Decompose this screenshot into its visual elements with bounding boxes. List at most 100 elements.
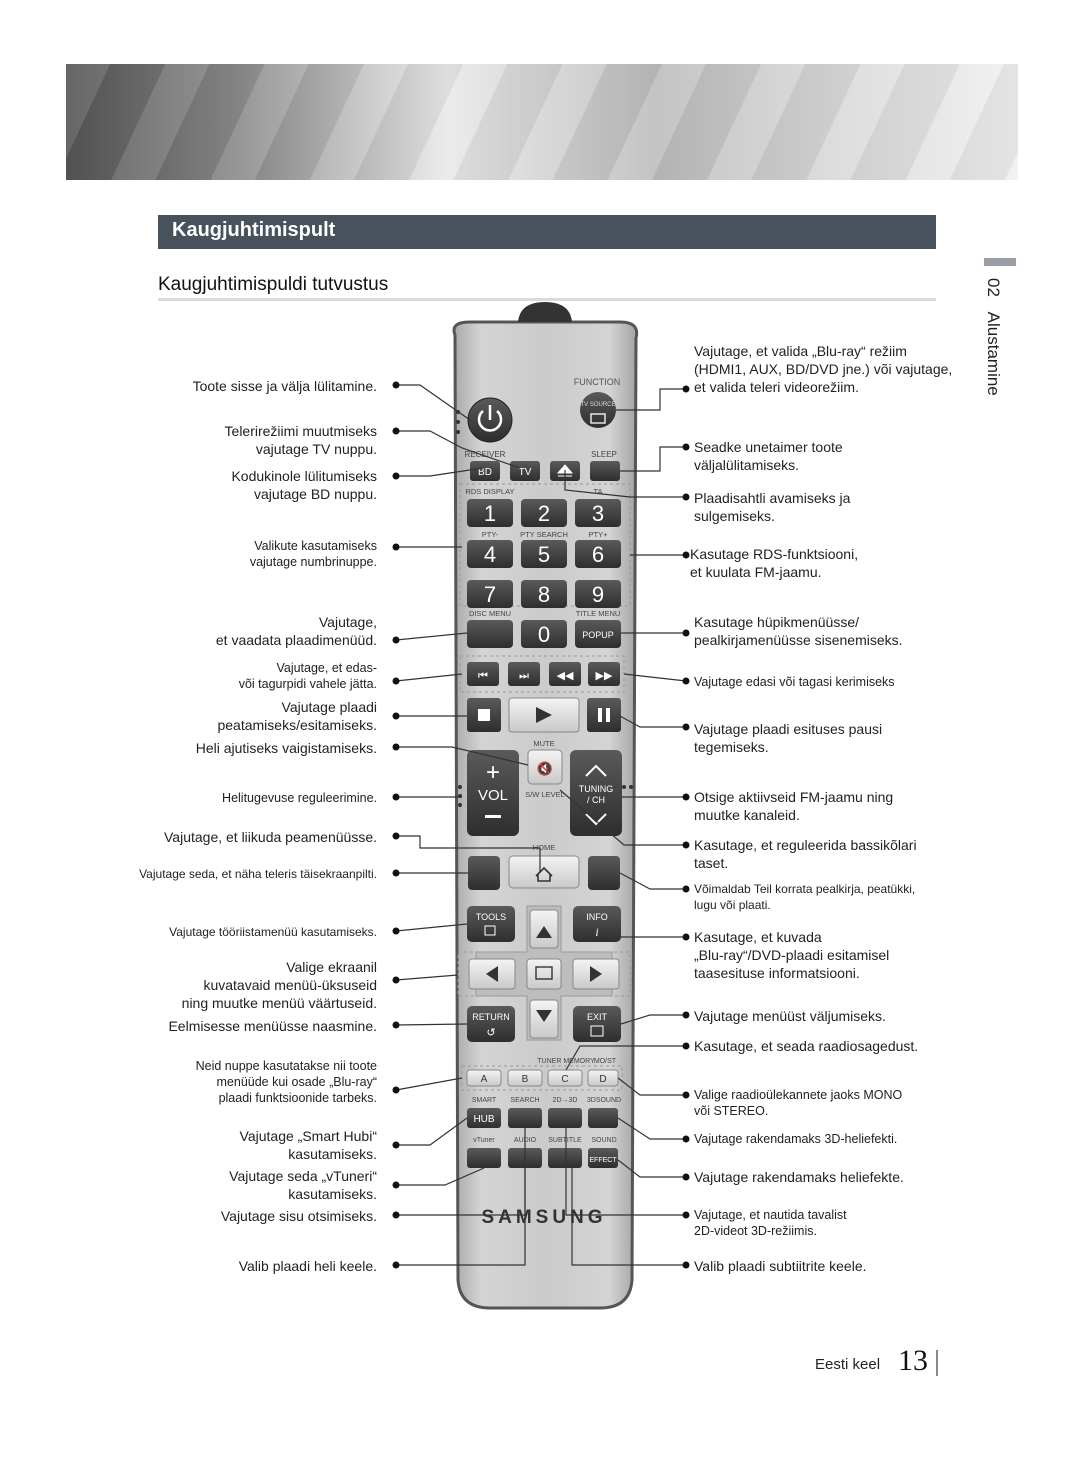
vtuner-button: [467, 1148, 501, 1168]
search-forward-button: [588, 662, 620, 686]
mute-button: [527, 749, 563, 785]
chapter-tab-marker: [984, 258, 1016, 266]
a-button: [466, 1069, 502, 1087]
caption-tv-mode: Telerirežiimi muutmiseks vajutage TV nup…: [224, 423, 377, 457]
sleep-label: SLEEP: [591, 450, 617, 459]
remote-body: [452, 320, 639, 1310]
exit-button: [573, 1006, 621, 1042]
vtuner-label: vTuner: [473, 1137, 495, 1144]
caption-sw-level: Kasutage, et reguleerida bassikõlari tas…: [694, 837, 917, 871]
tools-button: [467, 906, 515, 942]
caption-audio: Valib plaadi heli keele.: [238, 1258, 377, 1274]
section-bar: Kaugjuhtimispult: [158, 215, 936, 249]
digit-3-label: 3: [592, 501, 604, 526]
caption-effect: Vajutage rakendamaks heliefekte.: [694, 1169, 904, 1185]
chapter-name: Alustamine: [984, 311, 1003, 396]
receiver-label: RECEIVER: [465, 450, 506, 459]
smart-label: SMART: [472, 1097, 497, 1104]
svg-text:POPUP: POPUP: [582, 630, 614, 640]
caption-tuner-memory: Kasutage, et seada raadiosagedust.: [694, 1038, 919, 1054]
right-leader-dots: [682, 385, 690, 1269]
digit-6-button: [575, 540, 621, 568]
samsung-logo: SAMSUNG: [481, 1207, 606, 1228]
digit-9-label: 9: [592, 582, 604, 607]
sleep-button: [590, 461, 620, 481]
caption-info: Kasutage, et kuvada „Blu-ray“/DVD-plaadi…: [694, 929, 890, 981]
caption-3d-sound: Vajutage rakendamaks 3D-heliefekti.: [694, 1132, 898, 1146]
down-arrow-icon: [536, 1010, 552, 1022]
up-arrow-icon: [536, 926, 552, 938]
chapter-number: 02: [984, 278, 1003, 297]
caption-stop-play: Vajutage plaadi peatamiseks/esitamiseks.: [217, 699, 377, 733]
right-leader-lines: [559, 388, 687, 1266]
digit-1-label: 1: [484, 501, 496, 526]
caption-search: Vajutage sisu otsimiseks.: [220, 1208, 377, 1224]
subtitle-rule: [158, 298, 936, 301]
3d-sound-button: [588, 1108, 618, 1128]
skip-forward-button: [508, 662, 540, 686]
info-icon: i: [595, 925, 598, 939]
digit-6-label: 6: [592, 542, 604, 567]
popup-button: [575, 620, 621, 648]
home-label: HOME: [533, 843, 556, 852]
caption-full-screen: Vajutage seda, et näha teleris täisekraa…: [139, 867, 377, 881]
enter-button: [526, 958, 562, 990]
volume-rocker: [467, 750, 519, 836]
caption-bd-mode: Kodukinole lülitumiseks vajutage BD nupp…: [231, 468, 377, 502]
c-button: [547, 1069, 583, 1087]
left-leader-lines: [395, 384, 541, 1266]
return-icon: ↺: [486, 1027, 495, 1039]
search-button: [508, 1108, 542, 1128]
ta-label: TA: [593, 487, 602, 496]
caption-color-buttons: Neid nuppe kasutatakse nii toote menüüde…: [195, 1059, 377, 1105]
a-label: A: [481, 1074, 488, 1085]
caption-popup: Kasutage hüpikmenüüsse/ pealkirjamenüüss…: [694, 614, 903, 648]
volume-down-icon: [485, 815, 501, 818]
function-label: FUNCTION: [574, 377, 621, 387]
caption-navigation: Valige ekraanil kuvatavaid menüü-üksusei…: [181, 959, 377, 1011]
stop-icon: [478, 709, 490, 721]
sw-level-label: S/W LEVEL: [525, 790, 565, 799]
digit-4-button: [467, 540, 513, 568]
footer-divider: [936, 1350, 938, 1376]
volume-up-icon: +: [486, 759, 500, 786]
rewind-icon: ◀◀: [557, 670, 574, 682]
caption-tools: Vajutage tööriistamenüü kasutamiseks.: [169, 925, 377, 939]
caption-eject: Plaadisahtli avamiseks ja sulgemiseks.: [694, 490, 851, 524]
digit-4-label: 4: [484, 542, 496, 567]
number-keypad: 1 2 3 4 5 6 7 8 9: [467, 499, 621, 608]
mute-icon: 🔇: [537, 761, 553, 776]
caption-mute: Heli ajutiseks vaigistamiseks.: [195, 740, 377, 756]
caption-skip: Vajutage, et edas- või tagurpidi vahele …: [238, 661, 377, 691]
info-button: [573, 906, 621, 942]
digit-3-button: [575, 499, 621, 527]
page-subtitle: Kaugjuhtimispuldi tutvustus: [158, 274, 389, 295]
caption-rds: Kasutage RDS-funktsiooni, et kuulata FM-…: [690, 546, 859, 580]
input-source-icon: [590, 413, 606, 424]
rds-display-label: RDS DISPLAY: [465, 487, 514, 496]
pause-button: [587, 698, 621, 732]
svg-text:HUB: HUB: [473, 1114, 494, 1125]
svg-text:BD: BD: [478, 467, 492, 478]
disc-menu-label: DISC MENU: [469, 609, 511, 618]
navigation-pad: [468, 905, 620, 1041]
search-label: SEARCH: [510, 1097, 539, 1104]
right-arrow-icon: [590, 966, 602, 982]
search-back-button: [549, 662, 581, 686]
caption-exit: Vajutage menüüst väljumiseks.: [694, 1008, 886, 1024]
caption-repeat: Võimaldab Teil korrata pealkirja, peatük…: [694, 882, 916, 912]
home-button: [508, 855, 580, 889]
subtitle-button: [548, 1148, 582, 1168]
digit-7-label: 7: [484, 582, 496, 607]
channel-label: / CH: [587, 795, 605, 805]
tuning-rocker: [570, 750, 622, 836]
pty-search-label: PTY SEARCH: [520, 530, 568, 539]
caption-number-keys: Valikute kasutamiseks vajutage numbrinup…: [249, 539, 377, 569]
section-title: Kaugjuhtimispult: [172, 219, 336, 241]
2d-3d-label: 2D→3D: [553, 1097, 578, 1104]
bd-button: [470, 461, 500, 481]
caption-return: Eelmisesse menüüsse naasmine.: [168, 1018, 377, 1034]
digit-2-button: [521, 499, 567, 527]
svg-text:RETURN: RETURN: [472, 1012, 510, 1022]
remote-top-notch: [518, 302, 572, 322]
